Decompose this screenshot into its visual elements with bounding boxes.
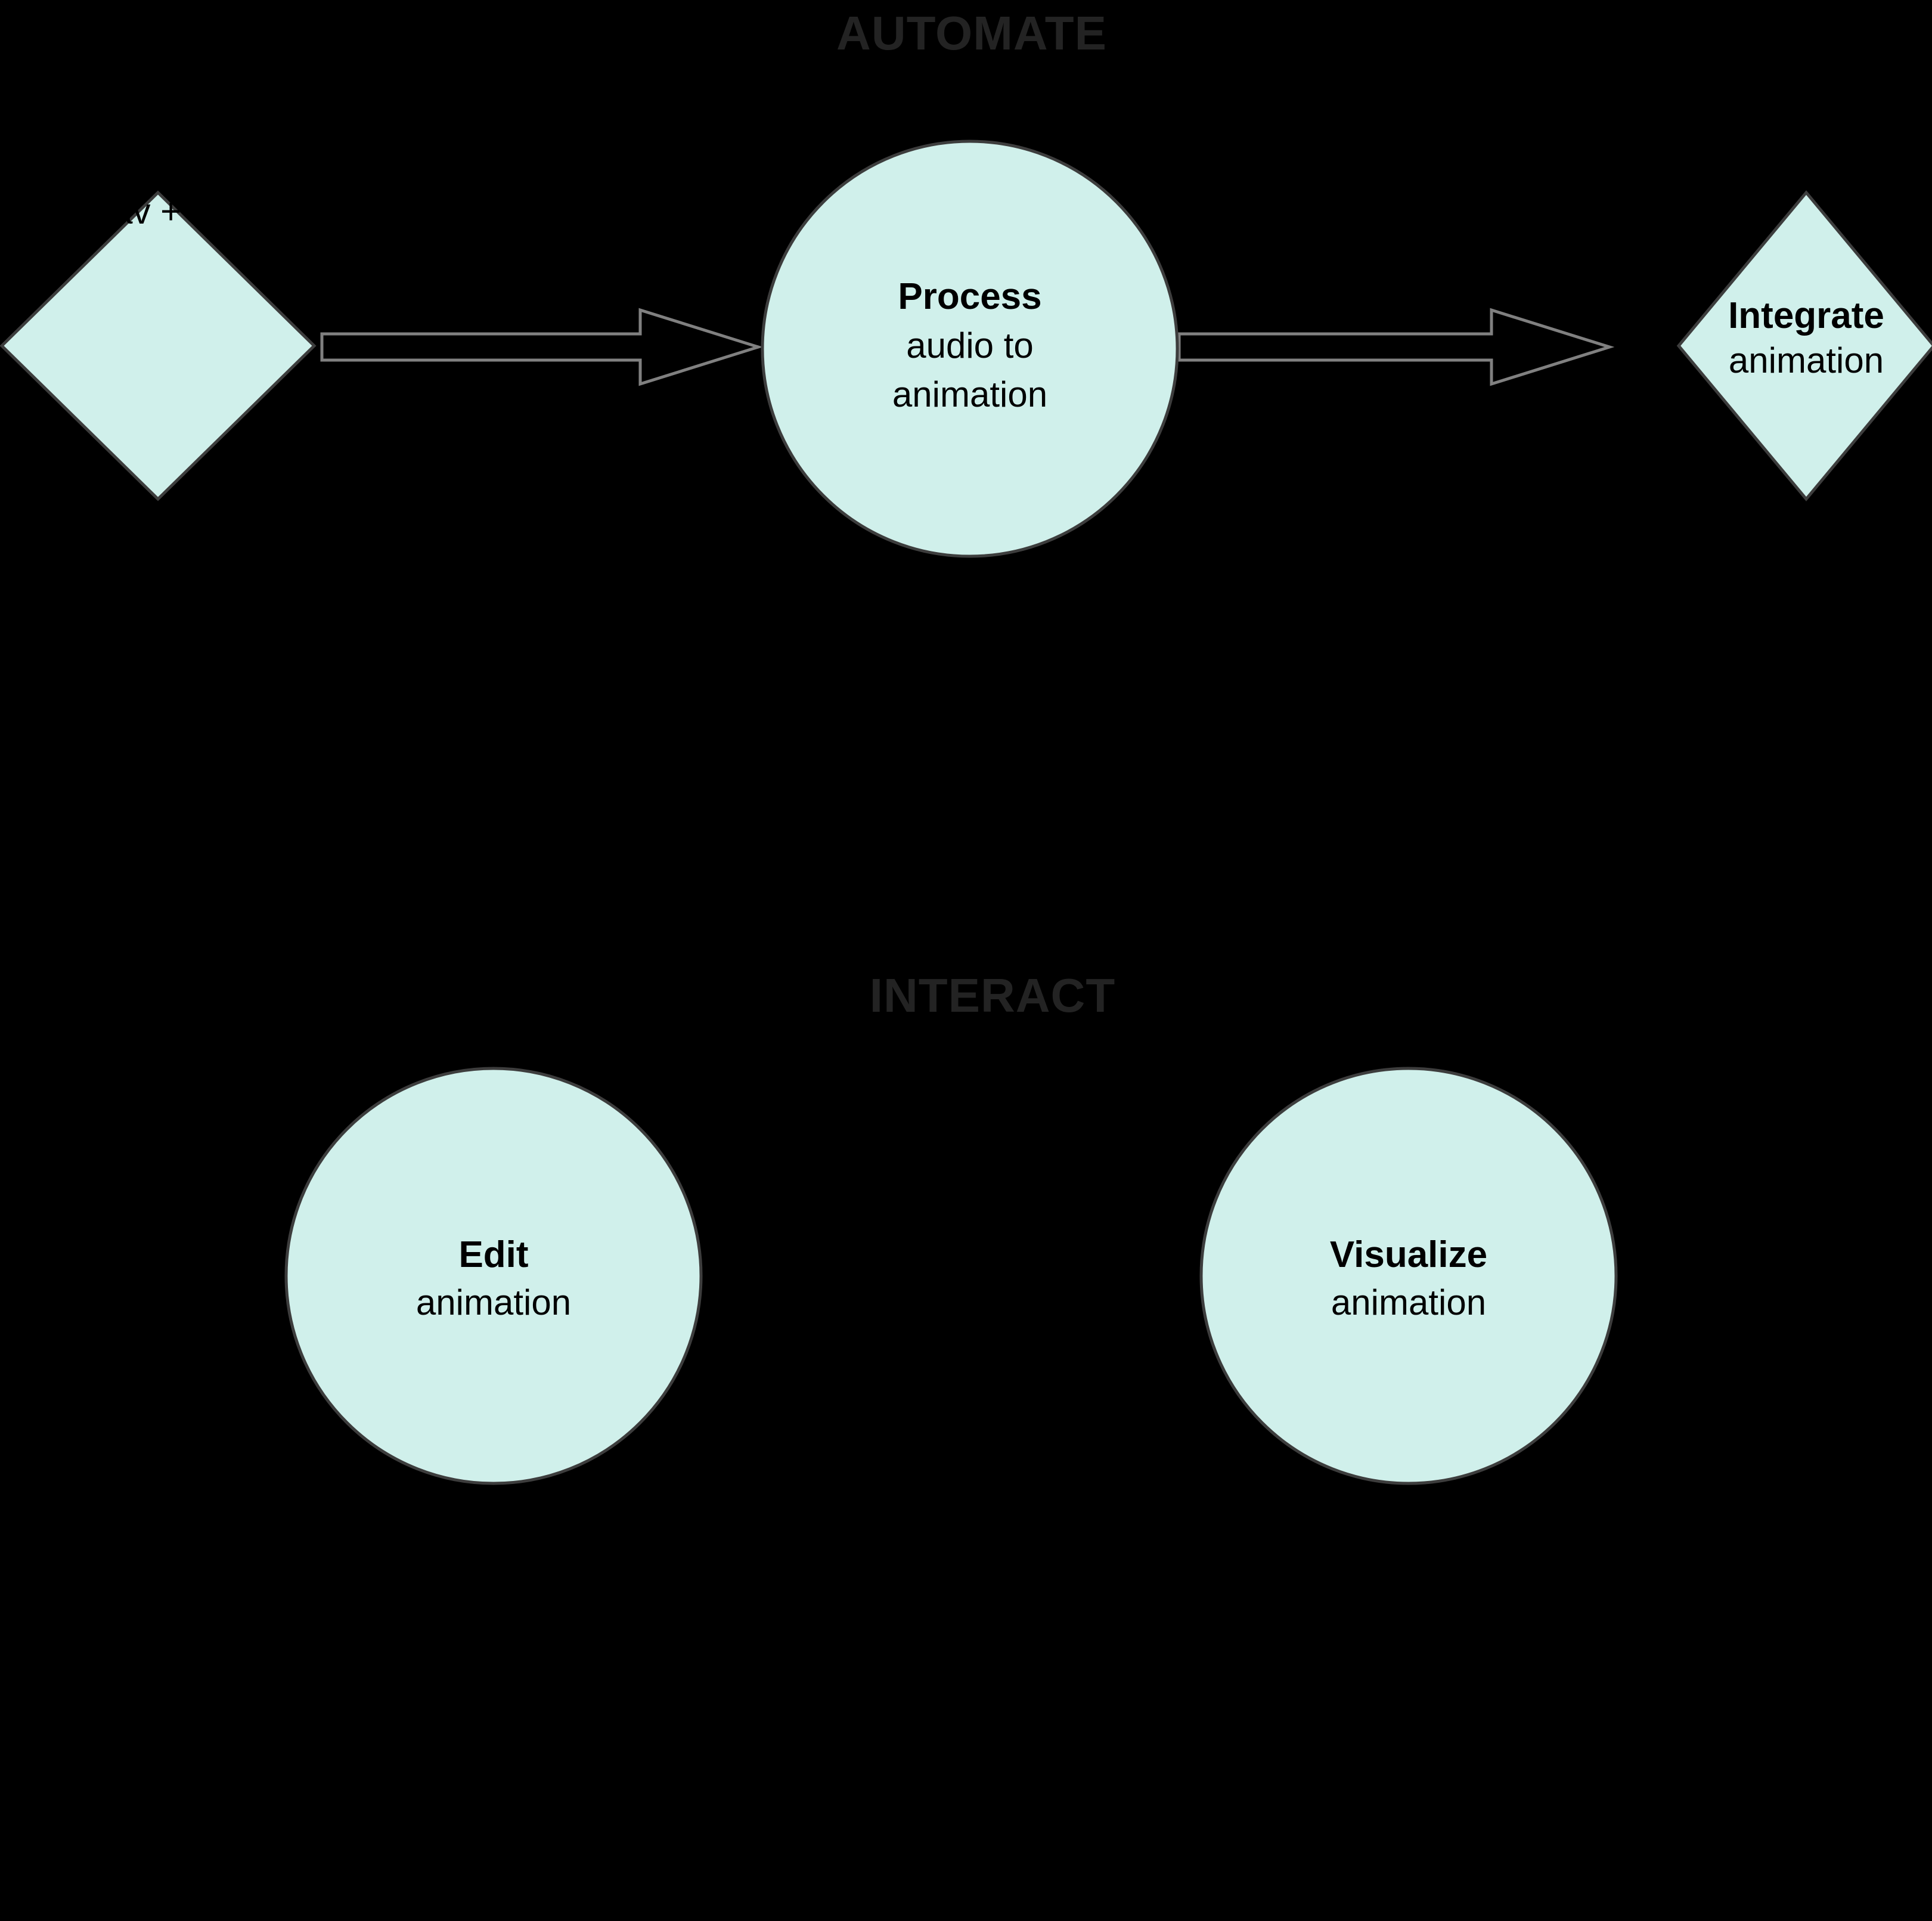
integrate-title: Integrate <box>1728 295 1884 336</box>
integrate-subtitle: animation <box>1729 340 1884 380</box>
edge-process-to-integrate <box>1177 308 1615 386</box>
group-title-interact: INTERACT <box>870 969 1115 1022</box>
process-circle-shape[interactable] <box>761 140 1179 558</box>
group-title-automate: AUTOMATE <box>836 7 1107 60</box>
node-process[interactable]: Process audio to animation <box>761 140 1179 558</box>
node-input[interactable]: Input .wav + .txt <box>0 146 317 501</box>
process-subtitle-line-1: audio to <box>906 326 1034 365</box>
input-diamond-shape[interactable] <box>0 190 317 501</box>
visualize-title: Visualize <box>1330 1234 1487 1275</box>
edit-circle-shape[interactable] <box>284 1067 703 1485</box>
edge-input-to-process <box>320 308 764 386</box>
node-integrate[interactable]: Integrate animation <box>1676 190 1932 501</box>
input-title: Input <box>113 146 203 187</box>
visualize-circle-shape[interactable] <box>1199 1067 1618 1485</box>
visualize-subtitle: animation <box>1331 1282 1486 1322</box>
process-subtitle-line-2: animation <box>892 374 1047 414</box>
arrow-input-to-process-icon <box>320 308 764 386</box>
integrate-diamond-shape[interactable] <box>1676 190 1932 501</box>
edit-title: Edit <box>458 1234 528 1275</box>
edit-subtitle: animation <box>416 1282 571 1322</box>
process-title: Process <box>898 276 1041 317</box>
arrow-process-to-integrate-icon <box>1177 308 1615 386</box>
input-subtitle: .wav + .txt <box>77 191 239 231</box>
node-visualize[interactable]: Visualize animation <box>1199 1067 1618 1485</box>
node-edit[interactable]: Edit animation <box>284 1067 703 1485</box>
